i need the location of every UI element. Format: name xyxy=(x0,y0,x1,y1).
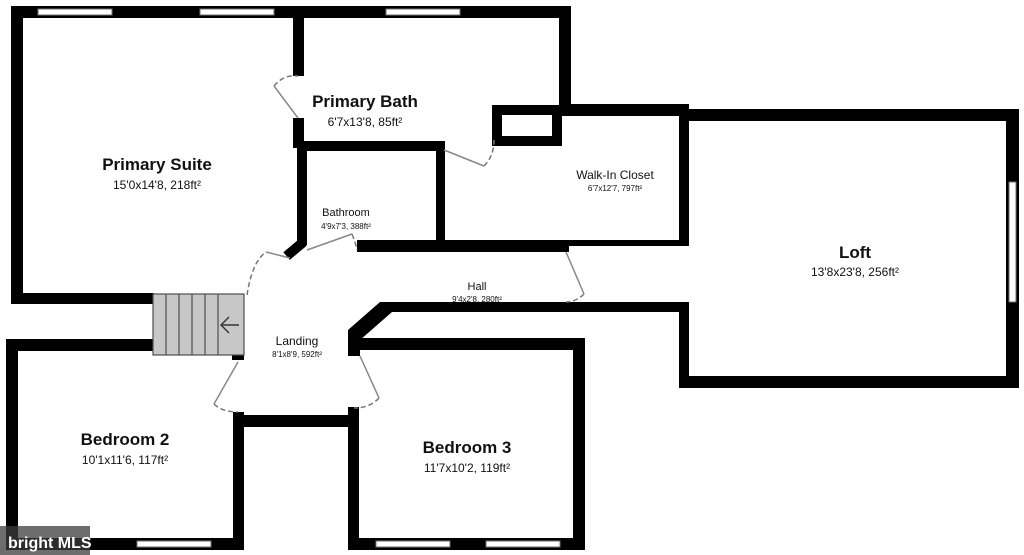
door-bathroom-leaf xyxy=(306,233,353,251)
door-bedroom2-leaf xyxy=(213,361,239,405)
room-size-walk-in-closet: 6'7x12'7, 797ft² xyxy=(588,184,643,193)
room-name-loft: Loft xyxy=(839,243,871,262)
wall-primary-bottom xyxy=(11,293,154,304)
wall-bath-top xyxy=(297,141,444,151)
wall-bathroom-right xyxy=(436,141,445,242)
wall-closet-top-mid xyxy=(233,415,359,427)
arrow-left-icon xyxy=(220,316,239,334)
wall-bedroom2-top xyxy=(6,339,154,351)
wall-closet-right xyxy=(679,104,689,246)
wall-bathroom-left xyxy=(297,141,307,245)
door-loft-arc xyxy=(565,293,585,303)
watermark-background xyxy=(0,526,90,555)
door-loft-leaf xyxy=(565,251,585,295)
room-name-bedroom-2: Bedroom 2 xyxy=(81,430,170,449)
wall-bedroom3-right xyxy=(573,338,585,550)
window-primary-2 xyxy=(199,8,275,16)
doors xyxy=(213,74,585,413)
room-labels: Primary Suite 15'0x14'8, 218ft² Primary … xyxy=(81,92,899,475)
room-size-bedroom-3: 11'7x10'2, 119ft² xyxy=(424,461,510,475)
door-bedroom3-arc xyxy=(353,397,380,409)
wall-loft-bottom xyxy=(679,376,1019,388)
wall-primary-left xyxy=(11,6,23,304)
stairs xyxy=(152,293,245,356)
windows xyxy=(37,8,1017,548)
room-name-primary-suite: Primary Suite xyxy=(102,155,212,174)
watermark-logo-text: bright MLS xyxy=(8,535,92,552)
wall-bedroom3-top xyxy=(348,338,585,350)
window-loft xyxy=(1008,181,1017,303)
wall-hall-top xyxy=(357,240,569,252)
wall-closet-top xyxy=(559,104,689,116)
wall-linen-right xyxy=(552,112,562,146)
wall-primary-bath-divider-lower xyxy=(293,118,304,148)
door-primary-suite-arc xyxy=(246,251,267,296)
window-primary-1 xyxy=(37,8,113,16)
window-bedroom3-1 xyxy=(375,540,451,548)
room-size-hall: 9'4x2'8, 280ft² xyxy=(452,295,502,304)
wall-bathroom-jamb xyxy=(283,238,307,260)
door-closet-arc xyxy=(483,139,495,167)
door-bedroom2-arc xyxy=(213,403,239,413)
room-size-primary-bath: 6'7x13'8, 85ft² xyxy=(328,115,403,129)
window-bedroom3-2 xyxy=(485,540,561,548)
door-bathroom-arc xyxy=(351,233,358,251)
wall-hall-top-right xyxy=(569,240,689,246)
room-size-landing: 8'1x8'9, 592ft² xyxy=(272,350,322,359)
room-name-bathroom: Bathroom xyxy=(322,207,370,219)
room-size-loft: 13'8x23'8, 256ft² xyxy=(811,265,899,279)
room-name-bedroom-3: Bedroom 3 xyxy=(423,438,512,457)
room-name-walk-in-closet: Walk-In Closet xyxy=(576,168,654,182)
room-size-bedroom-2: 10'1x11'6, 117ft² xyxy=(82,453,168,467)
wall-bedroom3-left xyxy=(348,407,359,550)
wall-bedroom2-left xyxy=(6,339,18,550)
room-name-primary-bath: Primary Bath xyxy=(312,92,418,111)
walls xyxy=(6,6,1019,550)
window-bedroom2 xyxy=(136,540,212,548)
door-primary-bath-arc xyxy=(273,74,299,87)
wall-hall-bottom xyxy=(380,302,689,312)
room-name-hall: Hall xyxy=(468,281,487,293)
room-size-primary-suite: 15'0x14'8, 218ft² xyxy=(113,178,201,192)
wall-bedroom2-right xyxy=(233,412,244,550)
wall-linen-bottom xyxy=(492,136,562,146)
door-bedroom3-leaf xyxy=(359,355,380,399)
door-primary-bath-leaf xyxy=(273,85,299,119)
wall-loft-left-lower xyxy=(679,305,689,388)
wall-linen-left xyxy=(492,105,502,145)
door-closet-leaf xyxy=(443,149,485,167)
room-size-bathroom: 4'9x7'3, 388ft² xyxy=(321,222,371,231)
window-primary-bath xyxy=(385,8,461,16)
room-name-landing: Landing xyxy=(276,334,319,348)
wall-primary-bath-divider xyxy=(293,6,304,76)
wall-primary-bath-right xyxy=(559,6,571,116)
watermark: bright MLS xyxy=(0,526,92,555)
wall-loft-top xyxy=(679,109,1019,121)
wall-linen-top xyxy=(492,105,572,115)
door-primary-suite-leaf xyxy=(265,251,291,259)
